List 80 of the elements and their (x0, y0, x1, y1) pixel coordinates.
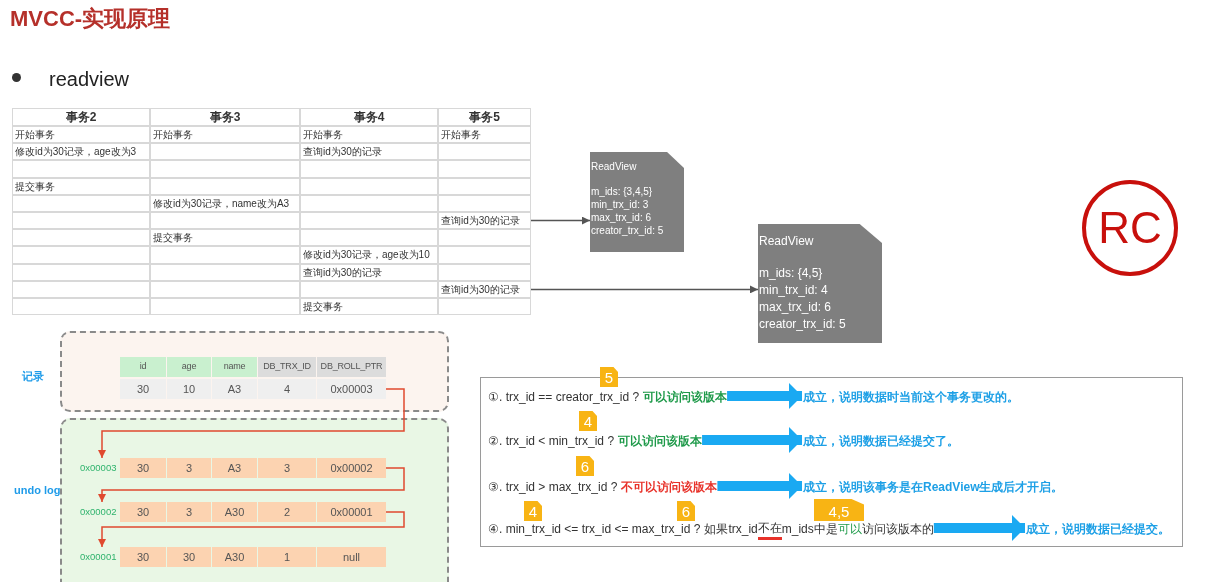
result-text: 成立，说明数据已经提交。 (1026, 519, 1181, 539)
arrow (98, 511, 405, 548)
section-label: 记录 (22, 369, 44, 384)
section-label: undo log (14, 483, 61, 498)
table-cell: 查询id为30的记录 (300, 143, 438, 161)
table-cell: 提交事务 (150, 229, 300, 247)
column-header: 事务2 (12, 108, 150, 126)
condition-note: m_ids中是 (781, 521, 838, 538)
table-cell: 1 (258, 547, 316, 567)
block-arrow (933, 515, 1025, 541)
table-cell: 30 (120, 379, 166, 399)
table-cell: 开始事务 (150, 126, 300, 144)
table-cell: 开始事务 (438, 126, 531, 144)
value-badge: 4,5 (814, 499, 864, 521)
table-cell: 30 (167, 547, 211, 567)
table-cell: 2 (258, 502, 316, 522)
condition-text: ②. trx_id < min_trx_id ? (488, 433, 615, 450)
condition-text: ④. min_trx_id <= trx_id <= max_trx_id ? (488, 521, 701, 538)
value-badge: 4 (524, 501, 542, 521)
table-cell: 修改id为30记录，age改为3 (12, 143, 150, 161)
address-label: 0x00003 (80, 460, 118, 475)
value-badge: 6 (576, 456, 594, 476)
table-cell: 30 (120, 547, 166, 567)
table-cell: null (317, 547, 386, 567)
address-label: 0x00001 (80, 549, 118, 564)
table-cell: 30 (120, 502, 166, 522)
condition-note: 可以访问该版本 (643, 389, 728, 406)
arrow (530, 216, 591, 225)
table-cell: 提交事务 (300, 298, 438, 316)
condition-note: 可以访问该版本 (618, 433, 703, 450)
result-text: 成立，说明该事务是在ReadView生成后才开启。 (803, 477, 1103, 497)
arrow (530, 285, 759, 294)
value-badge: 6 (677, 501, 695, 521)
table-cell: A3 (212, 379, 257, 399)
table-cell: 30 (120, 458, 166, 478)
value-badge: 5 (600, 367, 618, 387)
condition-note: 不可以访问该版本 (621, 479, 718, 496)
table-cell: 0x00001 (317, 502, 386, 522)
column-header: id (120, 357, 166, 377)
address-label: 0x00002 (80, 504, 118, 519)
table-cell: 0x00002 (317, 458, 386, 478)
column-header: 事务4 (300, 108, 438, 126)
table-cell: 10 (167, 379, 211, 399)
cell-text: 查询id为30的记录 (439, 281, 530, 297)
table-cell: 修改id为30记录，age改为10 (300, 246, 438, 264)
page-title: MVCC-实现原理 (10, 5, 171, 33)
condition-note: 不在 (757, 518, 782, 540)
condition-text: ③. trx_id > max_trx_id ? (488, 479, 618, 496)
arrow (98, 467, 405, 503)
condition-note: 访问该版本的 (861, 521, 934, 538)
result-text: 成立，说明数据时当前这个事务更改的。 (803, 387, 1103, 407)
block-arrow (702, 427, 802, 453)
table-cell: 3 (167, 458, 211, 478)
readview-card: ReadView m_ids: {3,4,5} min_trx_id: 3 max_trx_id: 6 creator_trx_id: 5 (590, 152, 684, 252)
block-arrow (717, 473, 802, 499)
readview-card: ReadView m_ids: {4,5} min_trx_id: 4 max_trx_id: 6 creator_trx_id: 5 (758, 224, 882, 343)
table-cell: 3 (167, 502, 211, 522)
table-cell: 开始事务 (12, 126, 150, 144)
column-header: name (212, 357, 257, 377)
column-header: age (167, 357, 211, 377)
arrow (98, 388, 405, 459)
table-cell: A30 (212, 502, 257, 522)
column-header: DB_TRX_ID (258, 357, 316, 377)
bullet-text: readview (49, 67, 130, 92)
value-badge: 4 (579, 411, 597, 431)
table-cell: 3 (258, 458, 316, 478)
column-header: 事务5 (438, 108, 531, 126)
block-arrow (727, 383, 802, 409)
result-text: 成立，说明数据已经提交了。 (803, 431, 1103, 451)
table-cell: 开始事务 (300, 126, 438, 144)
table-cell: A30 (212, 547, 257, 567)
table-cell: A3 (212, 458, 257, 478)
condition-text: ①. trx_id == creator_trx_id ? (488, 389, 640, 406)
column-header: 事务3 (150, 108, 300, 126)
column-header: DB_ROLL_PTR (317, 357, 386, 377)
table-cell: 4 (258, 379, 316, 399)
condition-note: 可以 (837, 521, 862, 538)
condition-note: 如果trx_id (704, 521, 758, 538)
table-cell: 0x00003 (317, 379, 386, 399)
cell-text: 查询id为30的记录 (439, 213, 530, 229)
